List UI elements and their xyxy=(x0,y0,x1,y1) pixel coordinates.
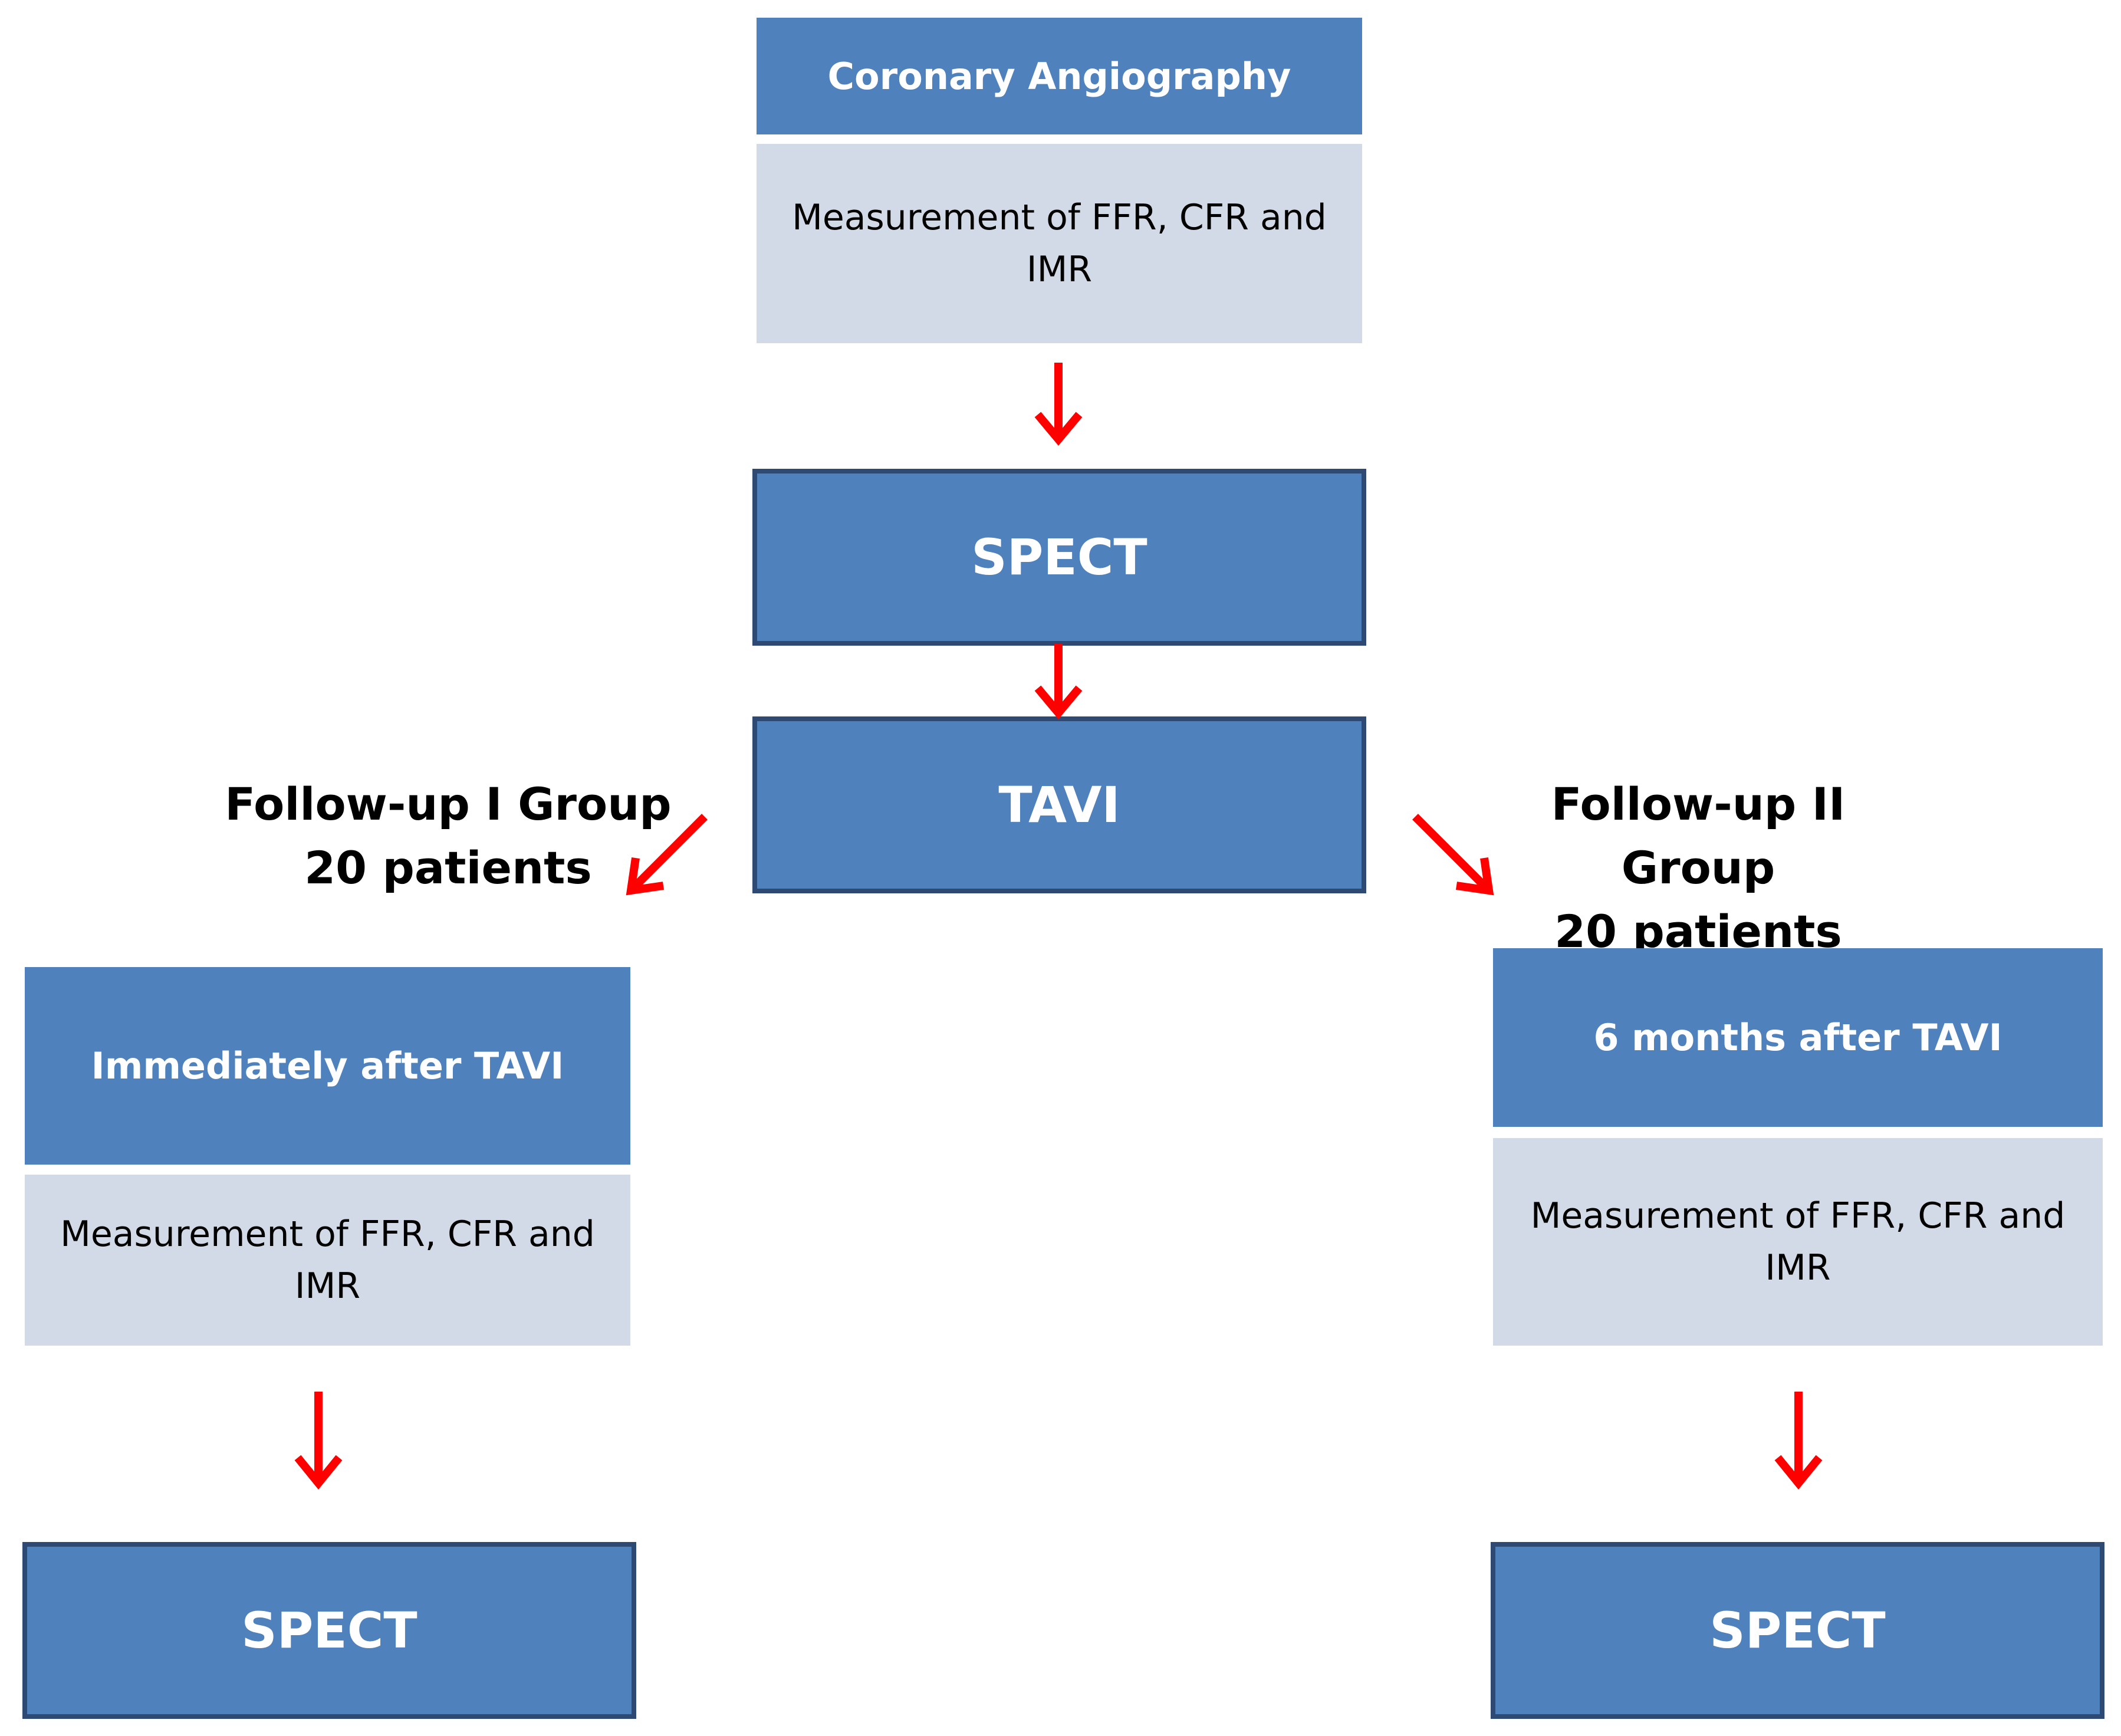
left-group-count: 20 patients xyxy=(304,841,592,894)
spect-right-box: SPECT xyxy=(1491,1542,2104,1719)
arrow-down-left-icon xyxy=(626,814,708,896)
spect-top-box: SPECT xyxy=(752,469,1366,646)
coronary-angiography-label: Coronary Angiography xyxy=(827,54,1291,98)
immediately-after-tavi-box: Immediately after TAVI xyxy=(25,967,630,1165)
left-measurement-label: Measurement of FFR, CFR and IMR xyxy=(60,1214,595,1307)
spect-right-label: SPECT xyxy=(1709,1602,1886,1659)
arrow-down-icon xyxy=(1034,363,1083,446)
spect-left-label: SPECT xyxy=(241,1602,417,1659)
tavi-box: TAVI xyxy=(752,716,1366,893)
six-months-after-tavi-box: 6 months after TAVI xyxy=(1493,948,2103,1127)
top-measurement-label: Measurement of FFR, CFR and IMR xyxy=(792,197,1327,290)
top-measurement-box: Measurement of FFR, CFR and IMR xyxy=(757,144,1362,343)
spect-top-label: SPECT xyxy=(971,528,1147,586)
left-group-title: Follow-up I Group xyxy=(225,778,672,830)
arrow-down-right-icon xyxy=(1412,814,1494,896)
tavi-label: TAVI xyxy=(998,776,1120,834)
spect-left-box: SPECT xyxy=(22,1542,636,1719)
right-measurement-label: Measurement of FFR, CFR and IMR xyxy=(1530,1195,2066,1288)
right-measurement-box: Measurement of FFR, CFR and IMR xyxy=(1493,1138,2103,1346)
six-months-after-tavi-label: 6 months after TAVI xyxy=(1593,1016,2002,1059)
right-group-title: Follow-up II Group xyxy=(1551,778,1846,894)
left-group-label: Follow-up I Group 20 patients xyxy=(224,772,672,900)
immediately-after-tavi-label: Immediately after TAVI xyxy=(91,1044,564,1087)
coronary-angiography-box: Coronary Angiography xyxy=(757,18,1362,134)
left-measurement-box: Measurement of FFR, CFR and IMR xyxy=(25,1175,630,1346)
arrow-down-icon xyxy=(1774,1392,1823,1490)
arrow-down-icon xyxy=(294,1392,343,1490)
arrow-down-icon xyxy=(1034,644,1083,719)
